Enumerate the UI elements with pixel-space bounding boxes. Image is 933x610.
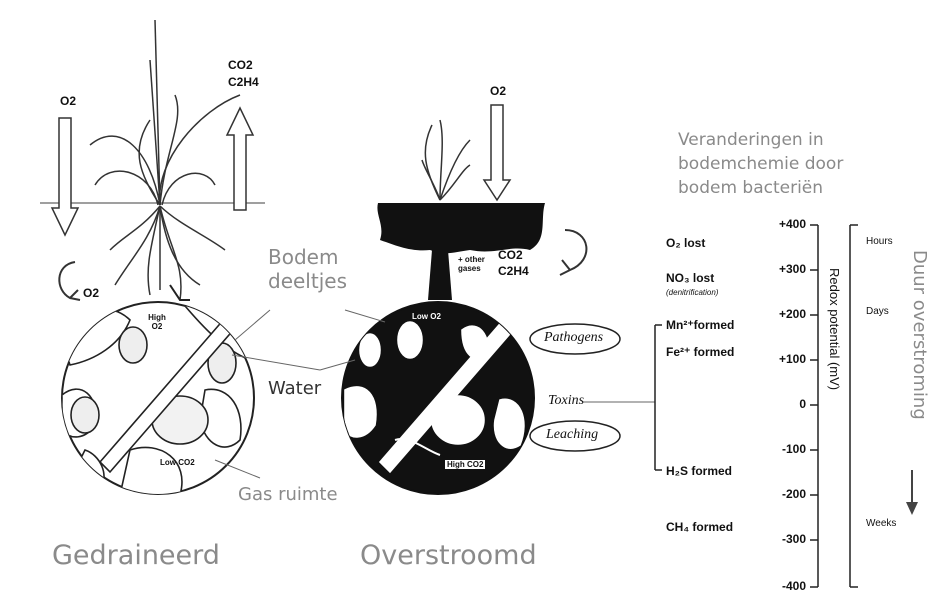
high-co2-label: High CO2 [445, 460, 485, 469]
event-o2-lost: O₂ lost [666, 236, 705, 250]
curved-arrow-right [560, 230, 586, 275]
co2-label-right: CO2 [498, 248, 523, 262]
drained-title: Gedraineerd [52, 540, 220, 571]
time-days: Days [866, 306, 889, 317]
tick-plus-400: +400 [760, 217, 806, 231]
tick-plus-200: +200 [760, 307, 806, 321]
co2-up-arrow-left [227, 108, 253, 210]
tick-minus-100: -100 [760, 442, 806, 456]
redox-axis [810, 225, 818, 587]
chemistry-heading-line-3: bodem bacteriën [678, 178, 823, 199]
low-o2-label: Low O2 [412, 312, 441, 321]
event-no3-sub: (denitrification) [666, 288, 718, 297]
c2h4-label-left: C2H4 [228, 75, 259, 89]
o2-label-right: O2 [490, 84, 506, 98]
chemistry-heading-line-1: Veranderingen in [678, 130, 824, 151]
gas-space-label: Gas ruimte [238, 484, 338, 505]
event-no3-lost: NO₃ lost [666, 271, 714, 285]
o2-down-arrow-right [484, 105, 510, 200]
tick-minus-200: -200 [760, 487, 806, 501]
event-mn-formed: Mn²⁺formed [666, 318, 734, 332]
event-h2s-formed: H₂S formed [666, 464, 732, 478]
c2h4-label-right: C2H4 [498, 264, 529, 278]
tick-minus-300: -300 [760, 532, 806, 546]
low-co2-label: Low CO2 [160, 458, 195, 467]
tick-plus-300: +300 [760, 262, 806, 276]
o2-down-arrow-left [52, 118, 78, 235]
chemistry-heading-line-2: bodemchemie door [678, 154, 843, 175]
curved-arrow-left [59, 262, 80, 300]
redox-axis-label: Redox potential (mV) [827, 268, 842, 390]
event-ch4-formed: CH₄ formed [666, 520, 733, 534]
tick-plus-100: +100 [760, 352, 806, 366]
o2-label-left-top: O2 [60, 94, 76, 108]
tick-minus-400: -400 [760, 579, 806, 593]
co2-label-left: CO2 [228, 58, 253, 72]
time-hours: Hours [866, 236, 893, 247]
soil-particles-label: Bodem deeltjes [268, 245, 358, 293]
high-o2-label: High O2 [143, 313, 171, 331]
flooded-plant [422, 120, 470, 200]
pathogens-label: Pathogens [544, 330, 603, 346]
toxins-label: Toxins [548, 393, 584, 409]
flooded-title: Overstroomd [360, 540, 537, 571]
event-fe-formed: Fe²⁺ formed [666, 345, 734, 359]
other-gases-label: + other gases [458, 255, 496, 273]
time-axis [850, 225, 858, 587]
leaching-label: Leaching [546, 427, 598, 443]
duration-label: Duur overstroming [909, 250, 930, 420]
tick-zero: 0 [760, 397, 806, 411]
duration-arrow [906, 470, 918, 515]
water-label: Water [268, 378, 321, 399]
chemistry-bracket [655, 325, 662, 470]
time-weeks: Weeks [866, 518, 896, 529]
flooded-soil-circle [342, 302, 534, 494]
o2-label-left-side: O2 [83, 286, 99, 300]
